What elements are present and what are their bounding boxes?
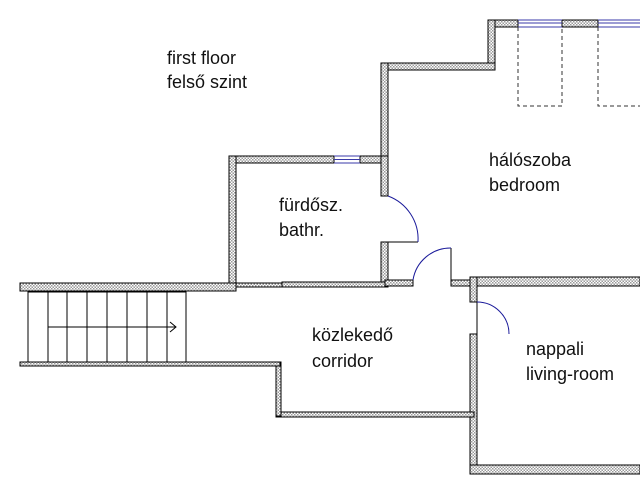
- bedroom-label-en: bedroom: [489, 175, 561, 195]
- living-left-wall: [469, 333, 478, 475]
- bedroom-step-wall: [380, 62, 496, 71]
- windows: [334, 19, 640, 164]
- bathroom-door: [387, 195, 419, 243]
- corridor-left-wall: [275, 361, 282, 417]
- stair-bottom-wall: [19, 361, 281, 367]
- bedroom-label-hu: hálószoba: [489, 150, 572, 170]
- bedroom-top-wall-mid: [561, 19, 599, 28]
- floor-name-en: first floor: [167, 48, 237, 68]
- window-sash-outlines: [517, 27, 640, 107]
- bathroom-bottom-wall-b: [281, 281, 386, 288]
- living-left-wall-stub: [469, 276, 478, 303]
- bathroom-label-en: bathr.: [279, 220, 325, 240]
- bedroom-window-2: [598, 19, 640, 28]
- living-top-wall: [476, 276, 640, 287]
- living-room-label-hu: nappali: [526, 339, 585, 359]
- corridor-door: [412, 247, 452, 281]
- walls: [19, 19, 640, 475]
- living-room-door: [476, 301, 510, 335]
- bathroom-window: [334, 155, 360, 164]
- bedroom-window-1: [518, 19, 562, 28]
- bathroom-bottom-wall: [235, 282, 283, 288]
- bedroom-left-wall: [380, 62, 389, 164]
- doors: [387, 195, 510, 335]
- floor-name-hu: felső szint: [167, 72, 248, 92]
- bathroom-label-hu: fürdősz.: [279, 195, 344, 215]
- sash-outline-1: [517, 27, 563, 107]
- staircase: [27, 291, 187, 363]
- corridor-bottom-wall: [275, 411, 475, 418]
- stair-top-wall: [19, 282, 237, 292]
- living-room-label-en: living-room: [526, 364, 615, 384]
- sash-outline-2: [597, 27, 640, 107]
- bathroom-left-wall: [228, 155, 237, 288]
- corridor-label-en: corridor: [312, 351, 374, 371]
- living-bottom-wall: [469, 464, 640, 475]
- bathroom-top-wall: [228, 155, 335, 164]
- bathroom-right-wall-upper: [380, 155, 389, 197]
- corridor-label-hu: közlekedő: [312, 325, 394, 345]
- corridor-top-wall-a: [384, 279, 414, 287]
